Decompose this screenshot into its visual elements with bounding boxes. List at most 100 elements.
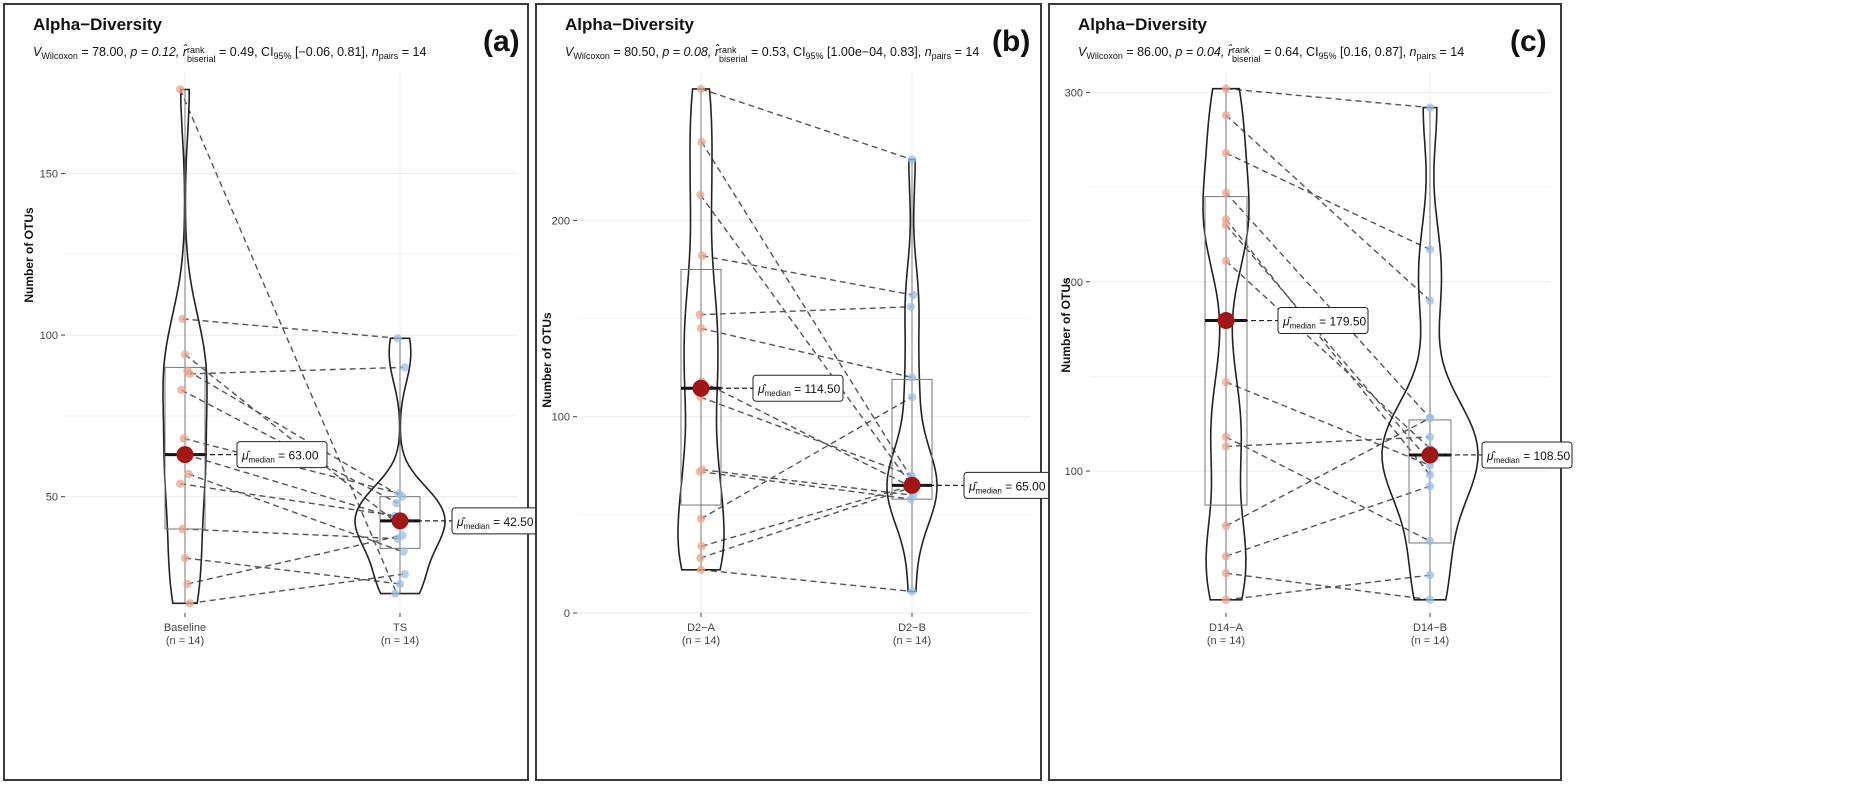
median-label: μ̂median = 108.50 — [1486, 449, 1571, 465]
x-tick-n-label: (n = 14) — [166, 635, 204, 647]
data-point — [176, 479, 185, 488]
paired-line — [1225, 572, 1431, 601]
paired-line — [1225, 260, 1431, 449]
data-point — [1221, 552, 1231, 561]
data-point — [695, 310, 704, 319]
median-dot — [903, 476, 921, 494]
x-tick-label: D14−A — [1209, 622, 1244, 634]
data-point — [1221, 377, 1231, 387]
data-point — [1221, 220, 1231, 230]
data-point — [909, 290, 918, 300]
paired-line — [700, 396, 912, 477]
data-point — [696, 565, 706, 575]
x-tick-n-label: (n = 14) — [381, 635, 419, 647]
paired-line — [189, 573, 404, 604]
paired-line — [187, 534, 402, 585]
paired-line — [189, 366, 404, 375]
median-dot — [1421, 446, 1439, 464]
data-point — [1221, 148, 1231, 158]
panel-c: Alpha−Diversity VWilcoxon = 86.00, p = 0… — [1048, 3, 1573, 781]
data-point — [394, 489, 403, 498]
x-tick-label: D14−B — [1413, 622, 1447, 634]
data-point — [696, 514, 706, 523]
data-point — [178, 524, 187, 534]
panel-title: Alpha−Diversity — [565, 15, 694, 34]
data-point — [180, 350, 190, 359]
median-dot — [692, 379, 710, 397]
x-tick-n-label: (n = 14) — [1411, 635, 1449, 647]
data-point — [1425, 595, 1435, 604]
data-point — [698, 251, 707, 260]
data-point — [696, 553, 705, 563]
paired-line — [1225, 152, 1431, 251]
paired-line — [184, 353, 401, 527]
x-tick-label: TS — [393, 622, 407, 634]
paired-line — [700, 396, 913, 520]
y-tick-label: 150 — [40, 168, 58, 180]
data-point — [697, 137, 706, 147]
y-tick-label: 100 — [552, 412, 570, 424]
paired-line — [182, 318, 399, 340]
data-point — [1221, 521, 1231, 531]
data-point — [183, 579, 192, 589]
y-tick-label: 200 — [1065, 277, 1083, 289]
data-point — [1425, 432, 1435, 442]
data-point — [1425, 470, 1435, 480]
x-tick-n-label: (n = 14) — [682, 635, 720, 647]
violin-outline — [677, 88, 725, 571]
y-tick-label: 0 — [564, 608, 570, 620]
median-dot — [1217, 312, 1235, 330]
x-tick-label: D2−B — [898, 622, 926, 634]
data-point — [179, 434, 188, 443]
paired-line — [185, 453, 402, 520]
data-point — [1221, 256, 1231, 266]
y-tick-label: 300 — [1065, 87, 1083, 99]
data-point — [696, 324, 706, 333]
data-point — [178, 314, 187, 324]
panel-letter: (a) — [483, 25, 520, 58]
paired-line — [700, 88, 913, 161]
paired-line — [180, 483, 397, 517]
paired-line — [702, 255, 913, 296]
data-point — [1221, 432, 1231, 442]
y-tick-label: 50 — [46, 492, 58, 504]
paired-line — [179, 89, 398, 594]
panel-letter: (c) — [1510, 25, 1547, 58]
data-point — [399, 547, 408, 556]
median-label: μ̂median = 42.50 — [456, 515, 534, 531]
data-point — [391, 589, 400, 598]
panel-a: Alpha−Diversity VWilcoxon = 78.00, p = 0… — [3, 3, 543, 781]
data-point — [1221, 110, 1231, 120]
data-point — [393, 334, 402, 343]
data-point — [176, 85, 185, 94]
paired-line — [699, 306, 912, 316]
paired-line — [700, 569, 913, 593]
data-point — [180, 553, 190, 563]
data-point — [1221, 442, 1231, 451]
data-point — [1425, 481, 1435, 491]
panel-title: Alpha−Diversity — [33, 15, 162, 34]
median-label-box — [1277, 307, 1369, 335]
data-point — [400, 363, 409, 372]
median-label-box — [752, 374, 844, 402]
x-tick-label: D2−A — [687, 622, 715, 634]
paired-line — [1225, 574, 1431, 601]
paired-line — [1225, 436, 1431, 448]
paired-line — [1225, 381, 1431, 467]
data-point — [185, 369, 194, 379]
paired-line — [1225, 436, 1431, 542]
paired-line — [184, 557, 401, 585]
median-label: μ̂median = 65.00 — [968, 479, 1046, 495]
violin-outline — [1381, 106, 1479, 601]
data-point — [1425, 103, 1435, 112]
data-point — [907, 392, 917, 402]
y-tick-label: 100 — [1065, 466, 1083, 478]
median-label: μ̂median = 114.50 — [757, 382, 841, 398]
data-point — [1425, 245, 1435, 254]
data-point — [185, 599, 194, 608]
median-dot — [391, 512, 409, 530]
data-point — [906, 302, 915, 311]
median-dot — [176, 446, 194, 464]
